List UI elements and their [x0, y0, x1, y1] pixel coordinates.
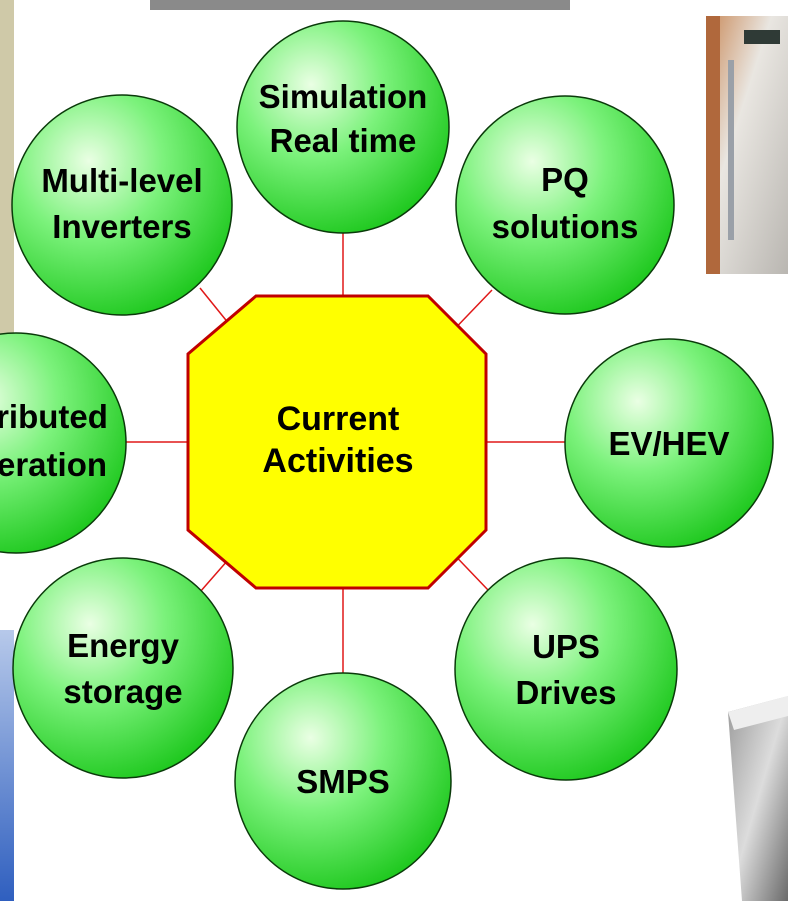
node-ups: UPS Drives [454, 557, 678, 781]
center-label-line1: Current [277, 400, 400, 438]
node-simulation: Simulation Real time [236, 20, 450, 234]
center-octagon: Current Activities [186, 294, 488, 590]
left-edge-blue-panel [0, 630, 14, 901]
left-edge-strip [0, 0, 14, 430]
node-energy-line2: storage [63, 673, 182, 710]
node-distributed: ributed eration [0, 332, 127, 554]
node-ev-line1: EV/HEV [608, 425, 729, 462]
top-photo-fragment [150, 0, 570, 10]
node-smps: SMPS [234, 672, 452, 890]
node-distributed-line2: eration [0, 446, 107, 483]
node-multilevel-line1: Multi-level [41, 162, 202, 199]
node-distributed-line1: ributed [0, 398, 108, 435]
node-simulation-line2: Real time [270, 122, 417, 159]
node-pq-line2: solutions [492, 208, 639, 245]
center-label-line2: Activities [262, 442, 413, 480]
node-pq: PQ solutions [455, 95, 675, 315]
node-multilevel-line2: Inverters [52, 208, 191, 245]
cabinet-photo-bottom-right [728, 696, 788, 901]
node-energy-line1: Energy [67, 627, 180, 664]
node-pq-line1: PQ [541, 161, 589, 198]
node-ev: EV/HEV [564, 338, 774, 548]
cabinet-photo-top-right [706, 16, 788, 274]
node-smps-line1: SMPS [296, 763, 390, 800]
node-energy: Energy storage [12, 557, 234, 779]
node-ups-line2: Drives [516, 674, 617, 711]
node-ups-line1: UPS [532, 628, 600, 665]
node-multilevel: Multi-level Inverters [11, 94, 233, 316]
node-simulation-line1: Simulation [259, 78, 428, 115]
